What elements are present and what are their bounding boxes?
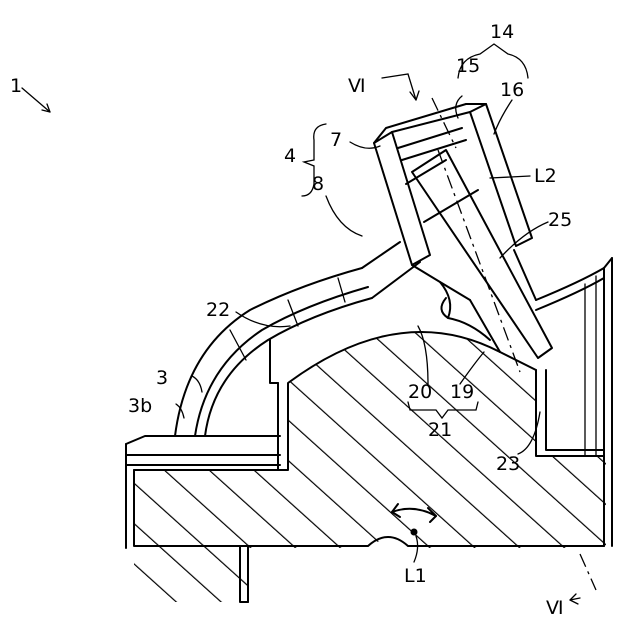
- label-axis-1: L1: [404, 565, 427, 587]
- label-cap: 4: [284, 145, 296, 167]
- label-assembly: 1: [10, 75, 22, 97]
- label-flange-face: 3b: [128, 395, 152, 417]
- label-cavity: 22: [206, 299, 230, 321]
- housing-body: [126, 258, 612, 602]
- label-cap-rim: 7: [330, 129, 342, 151]
- label-axis-2: L2: [534, 165, 557, 187]
- axis-point-icon: [411, 529, 418, 536]
- label-section-bottom: Ⅵ: [546, 597, 564, 619]
- cap-housing: [374, 104, 532, 300]
- label-cap-skirt: 8: [312, 173, 324, 195]
- valve-core: [406, 150, 552, 358]
- label-groove: 23: [496, 453, 520, 475]
- label-face-a: 19: [450, 381, 474, 403]
- label-valve: 14: [490, 21, 514, 43]
- label-flange: 3: [156, 367, 168, 389]
- label-surface: 21: [428, 419, 452, 441]
- label-valve-core: 16: [500, 79, 524, 101]
- label-valve-ring: 15: [456, 55, 480, 77]
- label-section-top: Ⅵ: [348, 75, 366, 97]
- label-face-b: 20: [408, 381, 432, 403]
- label-seal: 25: [548, 209, 572, 231]
